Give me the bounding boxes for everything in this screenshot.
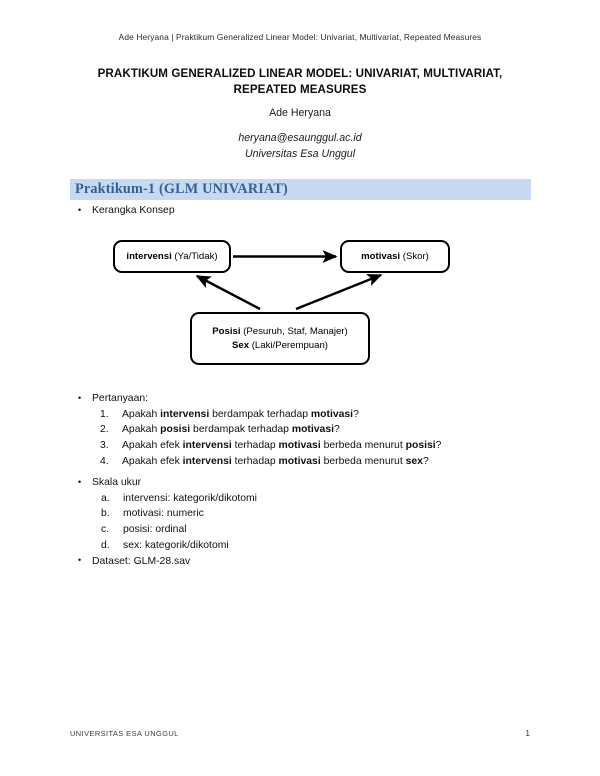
list-item-marker: b. <box>101 508 110 520</box>
section-heading-text: Praktikum-1 (GLM UNIVARIAT) <box>75 181 288 197</box>
footer-left-text: UNIVERSITAS ESA UNGGUL <box>70 729 179 738</box>
bullet-list-pertanyaan: Pertanyaan: 1. Apakah intervensi berdampa… <box>70 391 530 470</box>
author-name: Ade Heryana <box>269 107 331 119</box>
list-item: b. motivasi: numeric <box>92 506 530 522</box>
list-item-text: Apakah posisi berdampak terhadap motivas… <box>122 424 340 436</box>
list-item: Kerangka Konsep <box>70 203 530 219</box>
list-item: Skala ukur a. intervensi: kategorik/dikot… <box>70 475 530 554</box>
scales-lettered-list: a. intervensi: kategorik/dikotomi b. motiva… <box>92 491 530 554</box>
list-item: 4. Apakah efek intervensi terhadap motiva… <box>92 454 530 470</box>
diagram-node-intervensi-rest: (Ya/Tidak) <box>171 250 218 262</box>
arrow-moderator-to-motivasi <box>295 273 383 311</box>
list-item: c. posisi: ordinal <box>92 522 530 538</box>
section-heading-band: Praktikum-1 (GLM UNIVARIAT) <box>70 179 531 200</box>
running-header: Ade Heryana | Praktikum Generalized Line… <box>118 32 482 42</box>
page-title: PRAKTIKUM GENERALIZED LINEAR MODEL: UNIV… <box>97 67 503 97</box>
list-item: 1. Apakah intervensi berdampak terhadap m… <box>92 407 530 423</box>
diagram-node-moderator-line2: Sex (Laki/Perempuan) <box>232 340 328 351</box>
diagram-node-motivasi-bold: motivasi <box>361 250 401 262</box>
questions-numbered-list: 1. Apakah intervensi berdampak terhadap m… <box>92 407 530 470</box>
list-item-text: sex: kategorik/dikotomi <box>123 539 229 551</box>
bullet-label-skala-ukur: Skala ukur <box>92 477 142 488</box>
diagram-node-intervensi-bold: intervensi <box>126 250 172 262</box>
moderator-line1-bold: Posisi <box>212 326 241 337</box>
arrow-moderator-to-intervensi <box>195 274 261 311</box>
list-item: Dataset: GLM-28.sav <box>70 553 530 570</box>
list-item-marker: 4. <box>100 455 109 467</box>
concept-diagram: intervensi (Ya/Tidak) motivasi (Skor) Po… <box>100 228 450 378</box>
diagram-node-motivasi-rest: (Skor) <box>400 250 429 262</box>
diagram-node-intervensi: intervensi (Ya/Tidak) <box>113 240 231 273</box>
list-item: a. intervensi: kategorik/dikotomi <box>92 491 530 507</box>
list-item: 3. Apakah efek intervensi terhadap motiva… <box>92 438 530 454</box>
author-affiliation: Universitas Esa Unggul <box>244 147 356 160</box>
list-item-marker: 1. <box>100 408 109 420</box>
list-item-text: intervensi: kategorik/dikotomi <box>123 492 257 504</box>
list-item: d. sex: kategorik/dikotomi <box>92 538 530 554</box>
list-item-text: Apakah efek intervensi terhadap motivasi… <box>122 455 429 467</box>
bullet-list-skala: Skala ukur a. intervensi: kategorik/dikot… <box>70 475 530 569</box>
moderator-line2-bold: Sex <box>231 339 250 351</box>
diagram-node-motivasi: motivasi (Skor) <box>340 240 450 273</box>
moderator-line2-rest: (Laki/Perempuan) <box>249 339 328 351</box>
diagram-node-moderator: Posisi (Pesuruh, Staf, Manajer) Sex (Lak… <box>190 312 370 365</box>
list-item-text: Apakah efek intervensi terhadap motivasi… <box>122 440 442 452</box>
list-item-text: Apakah intervensi berdampak terhadap mot… <box>122 408 359 420</box>
footer-page-number: 1 <box>525 728 530 738</box>
list-item: 2. Apakah posisi berdampak terhadap motiv… <box>92 422 530 438</box>
list-item-text: posisi: ordinal <box>123 524 187 536</box>
bullet-label-dataset: Dataset: GLM-28.sav <box>92 555 191 567</box>
list-item-marker: 2. <box>100 424 109 436</box>
author-email: heryana@esaunggul.ac.id <box>238 132 362 144</box>
bullet-label-kerangka-konsep: Kerangka Konsep <box>92 205 175 216</box>
list-item-marker: d. <box>101 539 110 551</box>
list-item-marker: a. <box>101 492 110 504</box>
list-item-text: motivasi: numeric <box>123 508 204 520</box>
list-item: Pertanyaan: 1. Apakah intervensi berdampa… <box>70 391 530 470</box>
bullet-list-kerangka: Kerangka Konsep <box>70 203 530 219</box>
list-item-marker: c. <box>101 524 110 536</box>
diagram-node-moderator-line1: Posisi (Pesuruh, Staf, Manajer) <box>212 326 347 337</box>
diagram-arrows-layer <box>195 250 383 311</box>
list-item-marker: 3. <box>100 440 109 452</box>
bullet-label-pertanyaan: Pertanyaan: <box>92 393 149 404</box>
moderator-line1-rest: (Pesuruh, Staf, Manajer) <box>240 326 348 337</box>
author-contact: heryana@esaunggul.ac.id Universitas Esa … <box>85 131 515 163</box>
